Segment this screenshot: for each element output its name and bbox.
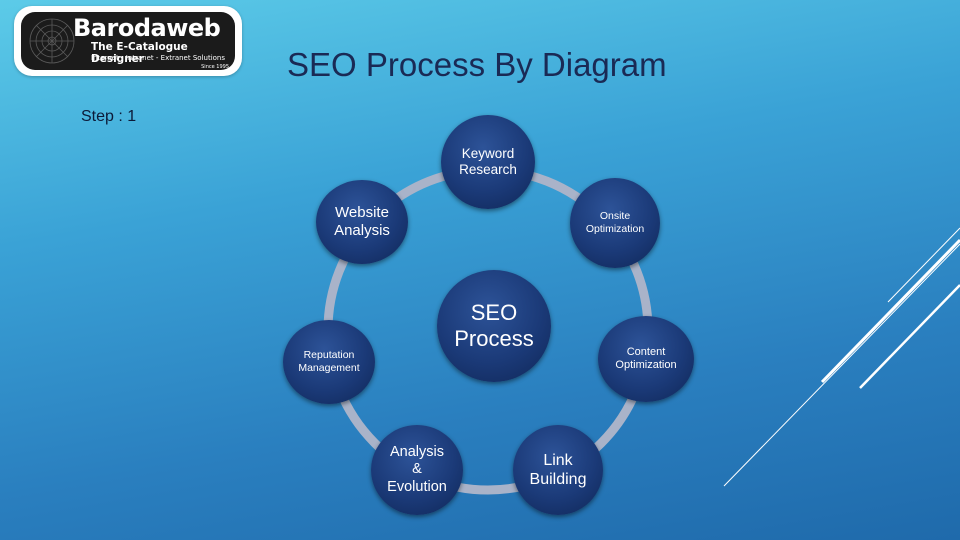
deco-line-3 [887, 227, 960, 303]
deco-line-4 [723, 243, 960, 487]
node-label: Onsite Optimization [585, 210, 645, 235]
deco-line-1 [820, 238, 960, 384]
node-label: Link Building [529, 451, 587, 488]
node-analysis-evolution: Analysis & Evolution [371, 425, 463, 515]
logo-tagline: The E-Catalogue Designer [91, 41, 188, 65]
barodaweb-logo: Barodaweb The E-Catalogue Designer Inter… [14, 6, 242, 76]
logo-since: Since 1995 [201, 64, 229, 70]
node-onsite-optimization: Onsite Optimization [570, 178, 660, 268]
node-keyword-research: Keyword Research [441, 115, 535, 209]
step-label: Step : 1 [81, 108, 137, 125]
spider-web-icon [29, 18, 75, 64]
logo-badge: Barodaweb The E-Catalogue Designer Inter… [21, 12, 235, 70]
node-label: Website Analysis [334, 204, 390, 239]
node-link-building: Link Building [513, 425, 603, 515]
deco-line-2 [859, 284, 960, 389]
node-label: Keyword Research [459, 145, 517, 177]
center-label: SEO Process [454, 299, 534, 351]
node-reputation-management: Reputation Management [283, 320, 375, 404]
node-label: Reputation Management [298, 349, 360, 374]
logo-subline: Internet - Intranet - Extranet Solutions [91, 54, 226, 62]
node-label: Analysis & Evolution [387, 443, 447, 495]
node-seo-process-center: SEO Process [437, 270, 551, 382]
node-content-optimization: Content Optimization [598, 316, 694, 402]
node-website-analysis: Website Analysis [316, 180, 408, 264]
slide-title: SEO Process By Diagram [287, 46, 667, 83]
logo-name: Barodaweb [73, 14, 221, 42]
node-label: Content Optimization [615, 345, 677, 371]
